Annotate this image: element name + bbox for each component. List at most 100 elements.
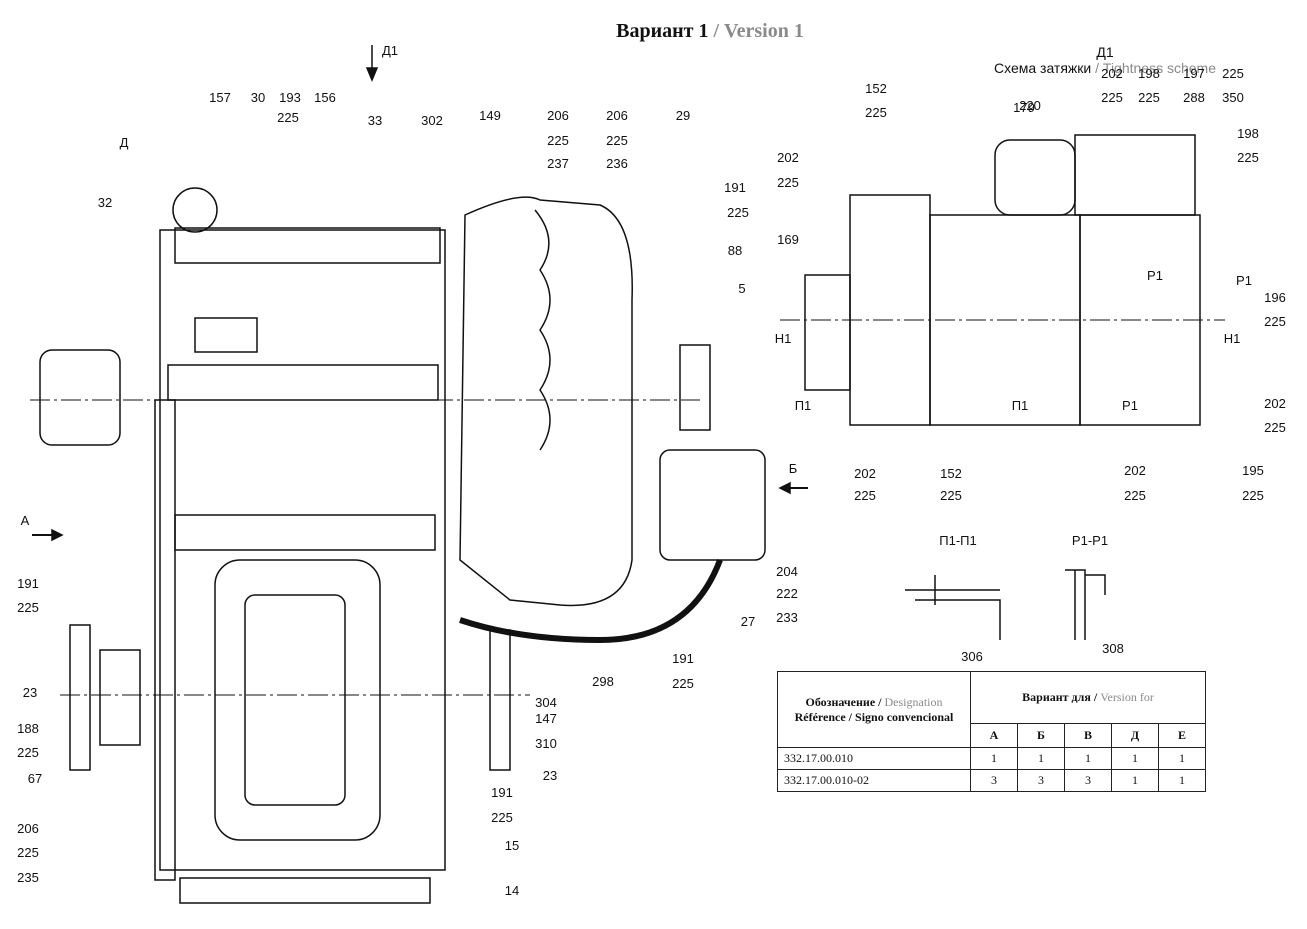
callout-label: 308 [1102, 641, 1124, 656]
callout-label: 225 [1242, 488, 1264, 503]
callout-label: 225 [854, 488, 876, 503]
callout-label: 206 [547, 108, 569, 123]
callout-label: 198 [1237, 126, 1259, 141]
callout-label: 156 [314, 90, 336, 105]
callout-label: 191 [672, 651, 694, 666]
scheme-caption: Д1 Схема затяжки / Tightness scheme [975, 44, 1235, 76]
callout-label: 225 [777, 175, 799, 190]
scheme-title-ru: Схема затяжки [993, 60, 1092, 76]
callout-label: 306 [961, 649, 983, 664]
cut-label-r1: Р1 [1122, 398, 1138, 413]
title-en: Version 1 [724, 20, 804, 42]
callout-label: 196 [1264, 290, 1286, 305]
callout-label: 225 [491, 810, 513, 825]
gearbox-housing [159, 229, 446, 871]
solenoid [994, 139, 1076, 216]
callout-label: 225 [1237, 150, 1259, 165]
left-flange [39, 349, 121, 446]
section-label-r: Р1-Р1 [1072, 533, 1108, 548]
callout-label: 204 [776, 564, 798, 579]
callout-label: 225 [940, 488, 962, 503]
callout-label: 191 [724, 180, 746, 195]
cut-label-r1: Р1 [1147, 268, 1163, 283]
callout-label: 33 [368, 113, 382, 128]
col-header: Б [1017, 723, 1065, 748]
callout-label: 225 [672, 676, 694, 691]
arrow-d1-head [365, 67, 379, 82]
arrow-b-head [778, 481, 791, 495]
callout-label: 202 [1101, 66, 1123, 81]
callout-label: 197 [1183, 66, 1205, 81]
inspection-cover [214, 559, 381, 841]
callout-label: 304 [535, 695, 557, 710]
callout-label: 220 [1019, 98, 1041, 113]
callout-label: 202 [1264, 396, 1286, 411]
drawing-title: Вариант 1 / Version 1 [616, 20, 804, 42]
variant-table: Обозначение / Designation Référence / Si… [777, 671, 1206, 792]
callout-label: 225 [1264, 420, 1286, 435]
scheme-flange [804, 274, 851, 391]
callout-label: 225 [17, 845, 39, 860]
callout-label: 237 [547, 156, 569, 171]
converter-rib [534, 209, 551, 451]
callout-label: 302 [421, 113, 443, 128]
callout-label: 152 [865, 81, 887, 96]
callout-label: 225 [277, 110, 299, 125]
drive-flange [679, 344, 711, 431]
col-header: А [970, 723, 1018, 748]
callout-label: 152 [940, 466, 962, 481]
callout-label: 225 [17, 745, 39, 760]
oil-pan [179, 877, 431, 904]
callout-label: 288 [1183, 90, 1205, 105]
callout-label: 236 [606, 156, 628, 171]
callout-label: 206 [17, 821, 39, 836]
pump-unit [659, 449, 766, 561]
callout-label: 29 [676, 108, 690, 123]
callout-label: 225 [1264, 314, 1286, 329]
variant-header: Вариант для / Version for [970, 671, 1206, 724]
callout-label: 198 [1138, 66, 1160, 81]
callout-label: 157 [209, 90, 231, 105]
cut-label-p1: П1 [1012, 398, 1029, 413]
callout-label: 191 [491, 785, 513, 800]
callout-label: 202 [1124, 463, 1146, 478]
callout-label: 225 [865, 105, 887, 120]
view-label-a: А [21, 513, 30, 528]
output-flange-left [69, 624, 91, 771]
callout-label: 23 [23, 685, 37, 700]
callout-label: 191 [17, 576, 39, 591]
housing-rib-lower [174, 514, 436, 551]
callout-label: 225 [606, 133, 628, 148]
section-r-detail [1065, 569, 1106, 640]
callout-label: 32 [98, 195, 112, 210]
view-d-circle [172, 187, 218, 233]
callout-label: 235 [17, 870, 39, 885]
callout-label: 225 [1138, 90, 1160, 105]
callout-label: 23 [543, 768, 557, 783]
callout-label: 67 [28, 771, 42, 786]
table-row: 332.17.00.010 1 1 1 1 1 [777, 747, 1206, 770]
cut-label-r1: Р1 [1236, 273, 1252, 288]
callout-label: 225 [17, 600, 39, 615]
callout-label: 225 [547, 133, 569, 148]
scheme-view-mark: Д1 [1096, 44, 1114, 60]
callout-label: 202 [854, 466, 876, 481]
callout-label: 225 [727, 205, 749, 220]
designation-header: Обозначение / Designation Référence / Si… [777, 671, 971, 748]
view-label-b: Б [789, 461, 798, 476]
cut-label-p1: П1 [795, 398, 812, 413]
callout-label: 206 [606, 108, 628, 123]
callout-label: 298 [592, 674, 614, 689]
callout-label: 310 [535, 736, 557, 751]
callout-label: 188 [17, 721, 39, 736]
callout-label: 233 [776, 610, 798, 625]
callout-label: 179 [1013, 100, 1035, 115]
section-label-p: П1-П1 [939, 533, 976, 548]
callout-label: 202 [777, 150, 799, 165]
callout-label: 88 [728, 243, 742, 258]
inspection-window [244, 594, 346, 806]
col-header: В [1064, 723, 1112, 748]
arrow-a-head [51, 528, 64, 542]
housing-rib-upper [167, 364, 439, 401]
